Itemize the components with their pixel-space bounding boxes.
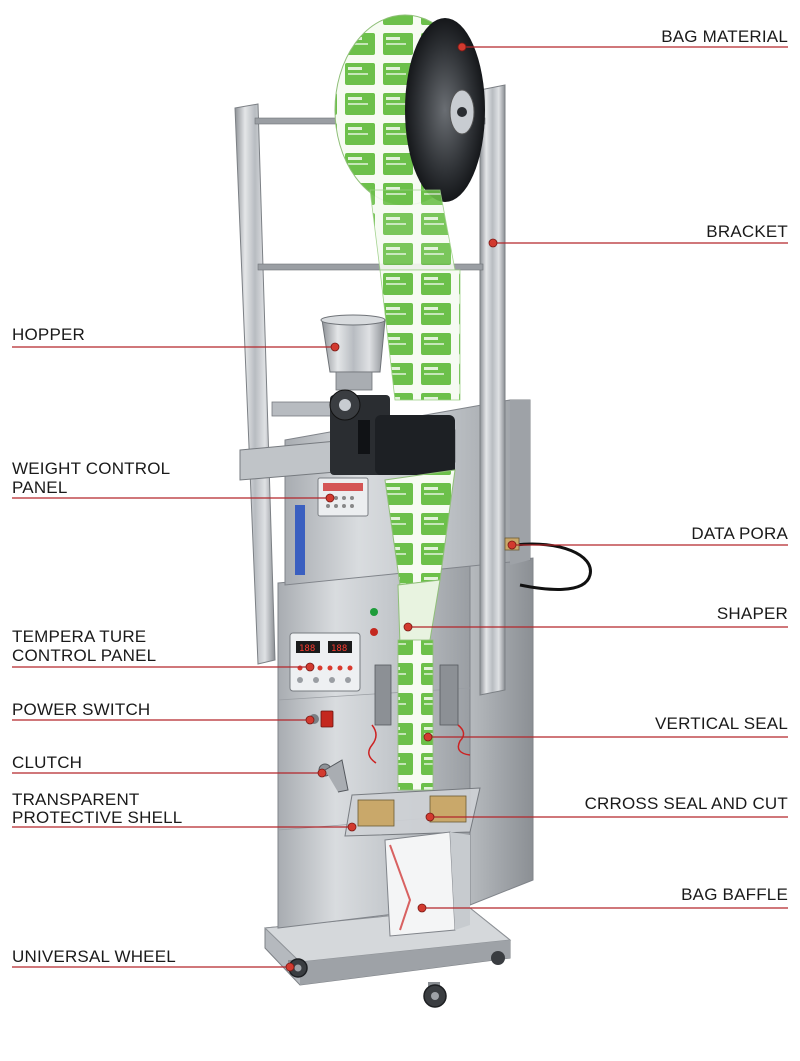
marker-hopper bbox=[330, 342, 340, 352]
marker-clutch bbox=[317, 768, 327, 778]
label-clutch: CLUTCH bbox=[12, 753, 82, 772]
left-post bbox=[234, 103, 276, 665]
label-data-pora: DATA PORA bbox=[691, 524, 788, 543]
bracket-post bbox=[479, 84, 506, 696]
svg-text:188: 188 bbox=[299, 644, 315, 654]
temperature-control-panel: 188 188 bbox=[289, 632, 361, 692]
labels: BAG MATERIAL BRACKET DATA PORA SHAPER VE… bbox=[12, 27, 788, 966]
label-temperature-control-panel-line2: CONTROL PANEL bbox=[12, 646, 156, 665]
label-cross-seal-and-cut: CRROSS SEAL AND CUT bbox=[585, 794, 788, 813]
label-shaper: SHAPER bbox=[717, 604, 788, 623]
shaper-forming-collar bbox=[384, 469, 456, 791]
marker-data-pora bbox=[507, 540, 517, 550]
film-web bbox=[369, 189, 461, 401]
marker-bracket bbox=[488, 238, 498, 248]
cross-seal-unit bbox=[344, 787, 481, 837]
label-power-switch: POWER SWITCH bbox=[12, 700, 150, 719]
marker-weight-control-panel bbox=[325, 493, 335, 503]
label-vertical-seal: VERTICAL SEAL bbox=[655, 714, 788, 733]
marker-cross-seal-and-cut bbox=[425, 812, 435, 822]
film-roll bbox=[334, 14, 485, 206]
marker-power-switch bbox=[305, 715, 315, 725]
label-transparent-protective-shell-line2: PROTECTIVE SHELL bbox=[12, 808, 182, 827]
marker-bag-material bbox=[457, 42, 467, 52]
callouts bbox=[12, 42, 788, 972]
marker-universal-wheel bbox=[285, 962, 295, 972]
vertical-seal-unit bbox=[368, 664, 471, 764]
label-weight-control-panel-line2: PANEL bbox=[12, 478, 68, 497]
label-bag-baffle: BAG BAFFLE bbox=[681, 885, 788, 904]
marker-shaper bbox=[403, 622, 413, 632]
machine-illustration: 188 188 bbox=[234, 14, 592, 1008]
motor-assembly bbox=[329, 389, 455, 475]
label-universal-wheel: UNIVERSAL WHEEL bbox=[12, 947, 176, 966]
universal-wheel-back bbox=[491, 951, 505, 965]
hopper-unit bbox=[320, 314, 386, 391]
universal-wheel-front-right bbox=[423, 982, 447, 1008]
label-weight-control-panel-line1: WEIGHT CONTROL bbox=[12, 459, 170, 478]
label-bracket: BRACKET bbox=[706, 222, 788, 241]
marker-vertical-seal bbox=[423, 732, 433, 742]
svg-text:188: 188 bbox=[331, 644, 347, 654]
marker-bag-baffle bbox=[417, 903, 427, 913]
label-transparent-protective-shell-line1: TRANSPARENT bbox=[12, 790, 140, 809]
indicator-lights bbox=[370, 608, 378, 636]
universal-wheel-front-left bbox=[288, 958, 308, 978]
bag-baffle-unit bbox=[384, 831, 470, 937]
label-hopper: HOPPER bbox=[12, 325, 85, 344]
marker-transparent-protective-shell bbox=[347, 822, 357, 832]
label-bag-material: BAG MATERIAL bbox=[661, 27, 788, 46]
label-temperature-control-panel-line1: TEMPERA TURE bbox=[12, 627, 146, 646]
weight-control-panel bbox=[317, 477, 369, 517]
marker-temperature-control-panel bbox=[305, 662, 315, 672]
